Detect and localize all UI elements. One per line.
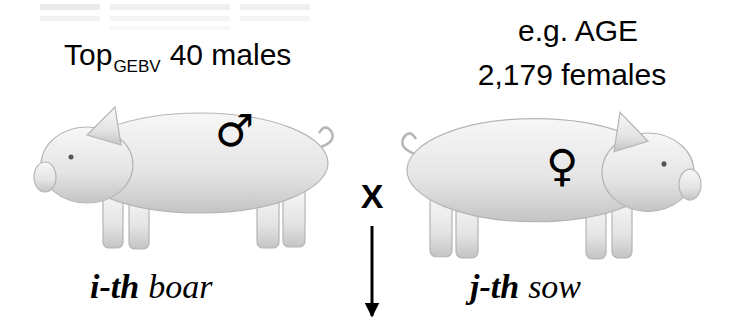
group-heading: Top bbox=[64, 38, 112, 71]
faded-table bbox=[40, 4, 310, 30]
animal-label: j-th bbox=[470, 268, 519, 305]
cross-symbol: X bbox=[361, 178, 384, 215]
animal-label: i-th bbox=[90, 268, 139, 305]
animal-label: boar bbox=[148, 268, 212, 305]
pig-illustration bbox=[25, 95, 337, 255]
animal-label: sow bbox=[528, 268, 581, 305]
result-arrow bbox=[371, 226, 374, 316]
pig-figure: ♂ bbox=[25, 95, 337, 255]
group-heading: 2,179 females bbox=[478, 58, 666, 91]
pig-body bbox=[402, 112, 701, 258]
sex-symbol: ♀ bbox=[546, 142, 578, 190]
group-heading: e.g. AGE bbox=[518, 14, 638, 47]
group-heading: 40 males bbox=[170, 38, 292, 71]
pig-figure: ♀ bbox=[398, 100, 710, 265]
pig-body bbox=[34, 107, 333, 249]
subscript: GEBV bbox=[113, 58, 160, 77]
sex-symbol: ♂ bbox=[215, 107, 254, 155]
